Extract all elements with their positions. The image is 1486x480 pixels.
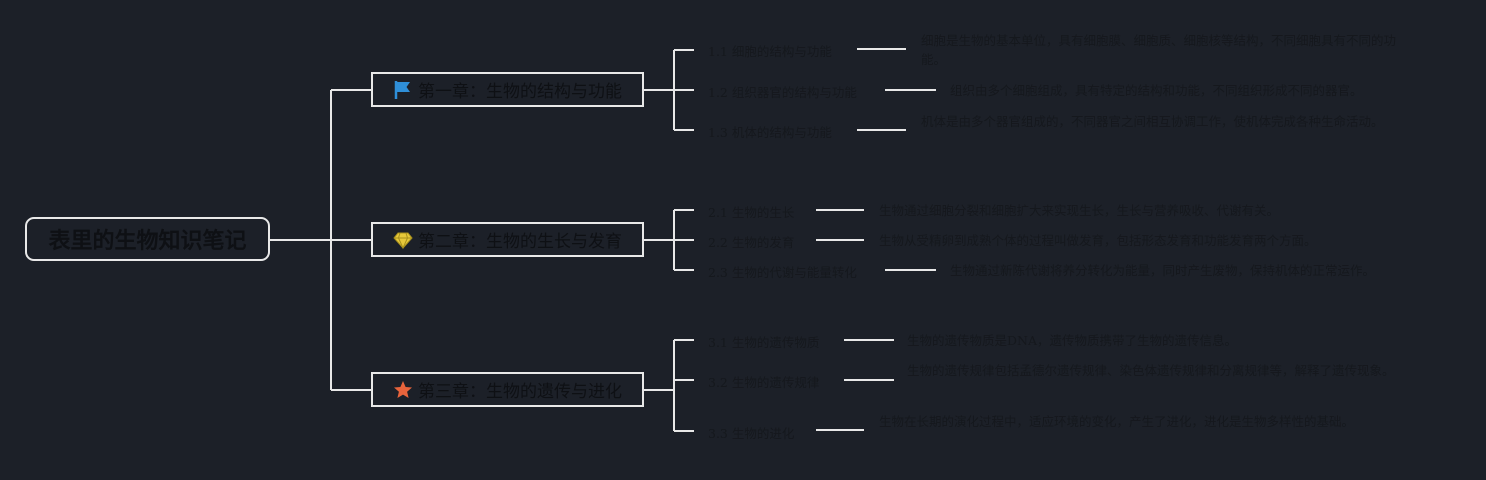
chapter-2-node[interactable]: 第二章：生物的生长与发育 [371,222,644,257]
topic-1-3[interactable]: 1.3 机体的结构与功能 [708,125,832,140]
topic-2-2-desc: 生物从受精卵到成熟个体的过程叫做发育，包括形态发育和功能发育两个方面。 [879,233,1317,248]
chapter-3-title: 第三章：生物的遗传与进化 [418,382,622,402]
topic-3-1-desc: 生物的遗传物质是DNA，遗传物质携带了生物的遗传信息。 [907,333,1237,348]
chapter-1-connector [644,49,694,131]
root-connector [270,89,371,391]
topic-1-3-desc: 机体是由多个器官组成的，不同器官之间相互协调工作，使机体完成各种生命活动。 [921,114,1384,129]
chapter-3-connector [644,339,694,432]
chapter-3-node[interactable]: 第三章：生物的遗传与进化 [371,372,644,407]
topic-3-2[interactable]: 3.2 生物的遗传规律 [708,375,820,390]
root-title: 表里的生物知识笔记 [48,229,247,254]
topic-2-3[interactable]: 2.3 生物的代谢与能量转化 [708,265,857,280]
chapter-1-title: 第一章：生物的结构与功能 [418,82,622,102]
topic-3-2-desc: 生物的遗传规律包括孟德尔遗传规律、染色体遗传规律和分离规律等，解释了遗传现象。 [907,363,1395,378]
topic-3-3-desc: 生物在长期的演化过程中，适应环境的变化，产生了进化，进化是生物多样性的基础。 [879,414,1355,429]
topic-1-2-desc: 组织由多个细胞组成，具有特定的结构和功能，不同组织形成不同的器官。 [950,83,1363,98]
star-icon [393,380,413,400]
topic-1-1[interactable]: 1.1 细胞的结构与功能 [708,44,832,59]
topic-3-3[interactable]: 3.3 生物的进化 [708,426,795,441]
topic-desc-connector [816,48,936,431]
topic-2-1[interactable]: 2.1 生物的生长 [708,205,795,220]
topic-2-1-desc: 生物通过细胞分裂和细胞扩大来实现生长，生长与营养吸收、代谢有关。 [879,203,1280,218]
topic-2-3-desc: 生物通过新陈代谢将养分转化为能量，同时产生废物，保持机体的正常运作。 [950,263,1376,278]
topic-3-1[interactable]: 3.1 生物的遗传物质 [708,335,820,350]
root-node[interactable]: 表里的生物知识笔记 [25,217,270,261]
chapter-2-connector [644,209,694,271]
topic-1-1-desc: 细胞是生物的基本单位，具有细胞膜、细胞质、细胞核等结构，不同细胞具有不同的功能。 [921,33,1397,67]
flag-icon [393,80,413,100]
chapter-2-title: 第二章：生物的生长与发育 [418,232,622,252]
topic-2-2[interactable]: 2.2 生物的发育 [708,235,795,250]
chapter-1-node[interactable]: 第一章：生物的结构与功能 [371,72,644,107]
topic-1-2[interactable]: 1.2 组织器官的结构与功能 [708,85,857,100]
diamond-icon [393,230,413,250]
